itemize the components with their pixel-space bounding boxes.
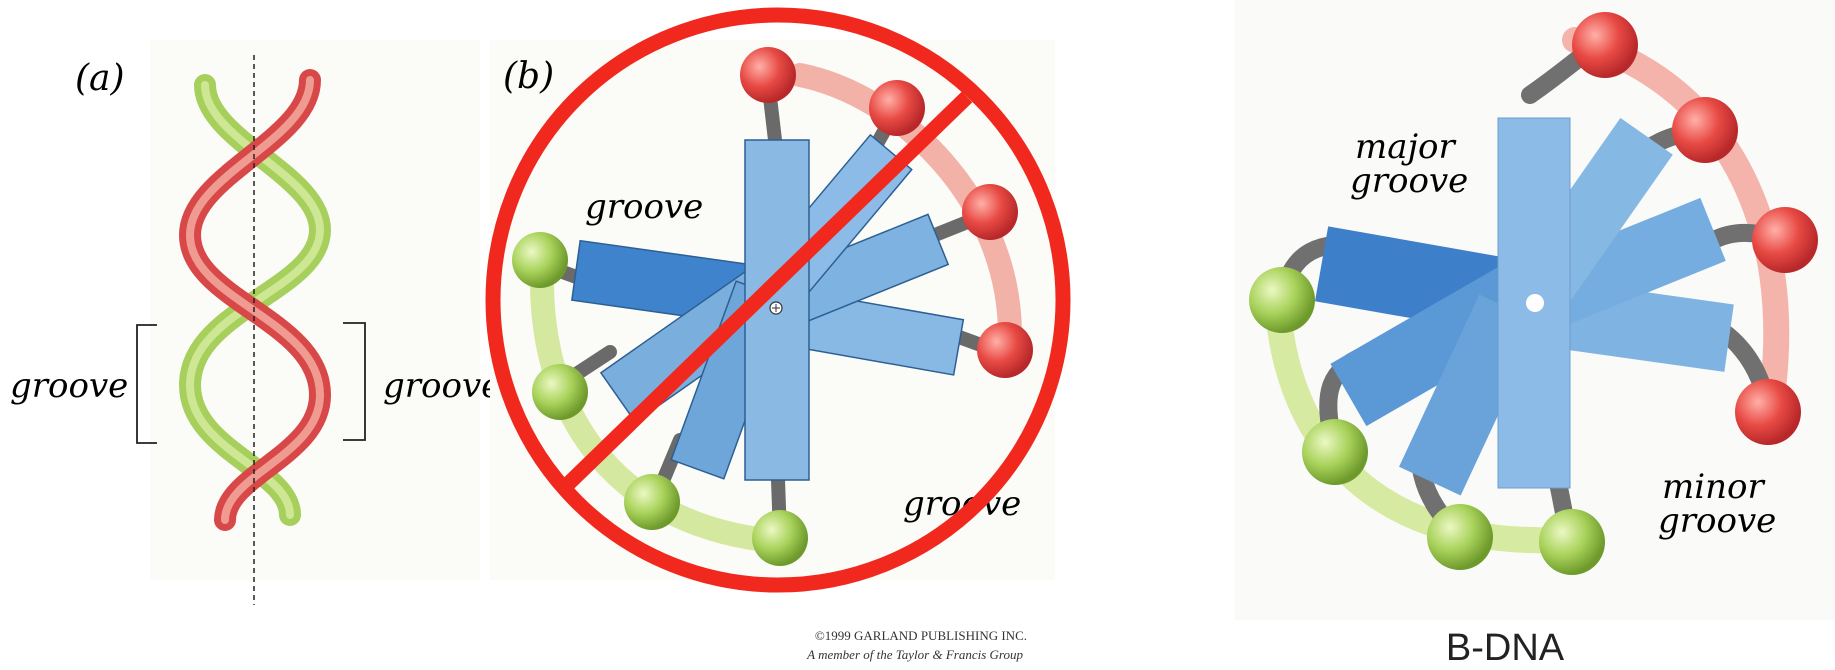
green-phosphate <box>1539 509 1605 575</box>
red-phosphate <box>1672 97 1738 163</box>
groove-label-right: groove <box>383 366 501 406</box>
red-phosphate <box>740 47 796 103</box>
red-phosphate <box>1752 207 1818 273</box>
panel-a: (a) groove groove <box>10 40 501 605</box>
panel-b-label: (b) <box>503 56 554 97</box>
red-phosphate <box>1572 12 1638 78</box>
red-phosphate <box>977 322 1033 378</box>
panel-a-label: (a) <box>75 58 125 99</box>
major-groove-label-2: groove <box>1350 161 1468 201</box>
red-phosphate <box>1735 379 1801 445</box>
panel-c: major groove minor groove B-DNA <box>1235 0 1835 669</box>
panel-b: (b) <box>490 15 1063 662</box>
copyright-line-2: A member of the Taylor & Francis Group <box>806 647 1023 662</box>
green-phosphate <box>624 474 680 530</box>
green-phosphate <box>532 364 588 420</box>
red-phosphate <box>962 184 1018 240</box>
groove-label-left: groove <box>10 366 128 406</box>
green-phosphate <box>1427 504 1493 570</box>
axis-point-c <box>1526 294 1544 312</box>
panel-a-background <box>150 40 480 580</box>
copyright-line-1: ©1999 GARLAND PUBLISHING INC. <box>815 628 1027 643</box>
green-phosphate <box>1249 267 1315 333</box>
b-dna-caption: B-DNA <box>1446 627 1565 669</box>
green-phosphate <box>1302 419 1368 485</box>
red-phosphate <box>869 80 925 136</box>
groove-label-top: groove <box>585 187 703 227</box>
minor-groove-label-2: groove <box>1658 501 1776 541</box>
green-phosphate <box>752 510 808 566</box>
green-phosphate <box>512 232 568 288</box>
